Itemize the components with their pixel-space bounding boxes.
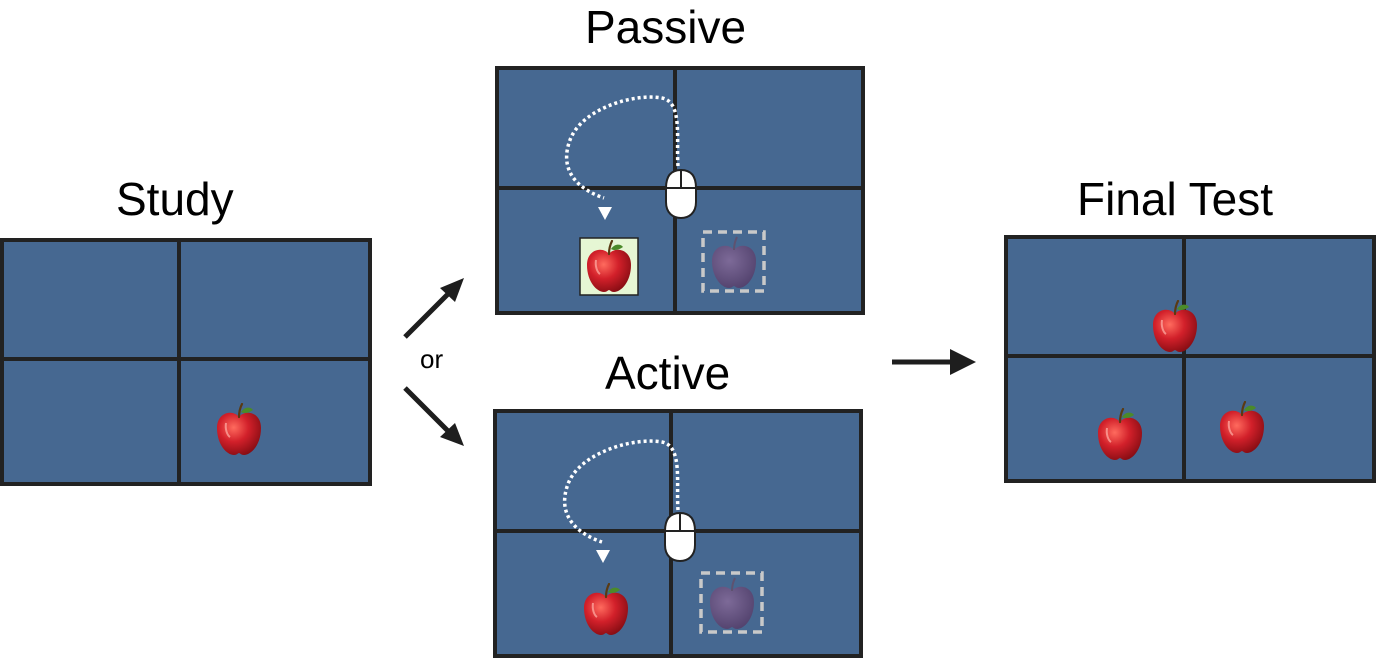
- mouse-icon: [664, 168, 698, 220]
- arrow-right-icon: [892, 349, 976, 375]
- arrow-up-right-icon: [403, 278, 464, 339]
- final-test-panel: [1004, 235, 1376, 483]
- or-label: or: [420, 344, 444, 374]
- dashed-box: [699, 571, 764, 634]
- path-arrowhead: [598, 207, 612, 220]
- passive-title: Passive: [585, 1, 747, 53]
- study-title: Study: [116, 173, 234, 225]
- arrow-down-right-icon: [403, 386, 464, 446]
- study-panel: [0, 238, 372, 486]
- mouse-icon: [663, 511, 697, 563]
- path-arrowhead: [596, 550, 610, 563]
- active-title: Active: [605, 347, 731, 399]
- mouse-path: [564, 95, 680, 200]
- mouse-path: [562, 439, 680, 544]
- dashed-box: [701, 230, 766, 293]
- final-test-title: Final Test: [1077, 173, 1274, 225]
- active-panel: [493, 409, 863, 658]
- passive-panel: [495, 66, 865, 315]
